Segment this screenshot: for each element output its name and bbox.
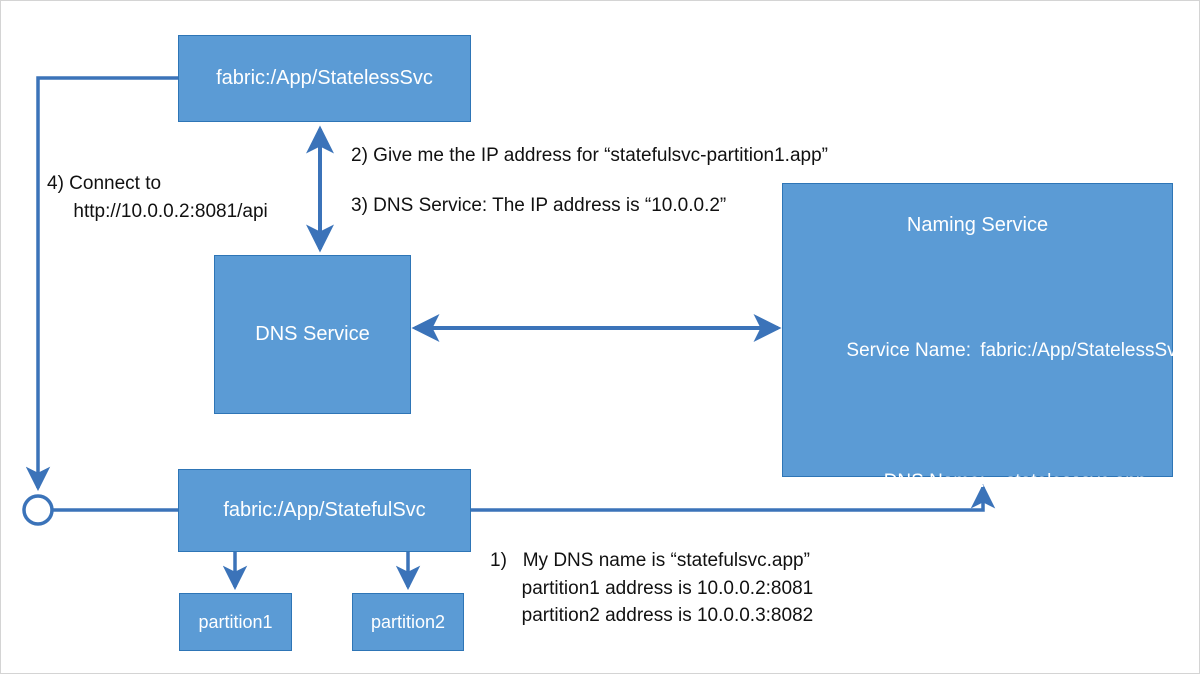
client-endpoint-circle [22, 494, 54, 526]
node-stateful-service[interactable]: fabric:/App/StatefulSvc [178, 469, 471, 552]
naming-row-value: statelesssvc.app [1005, 470, 1147, 492]
node-stateless-service[interactable]: fabric:/App/StatelessSvc [178, 35, 471, 122]
node-partition1-label: partition1 [198, 611, 273, 632]
naming-row-value: fabric:/App/StatelessSvc [980, 339, 1187, 361]
node-partition2-label: partition2 [370, 611, 446, 632]
annotation-step-3: 3) DNS Service: The IP address is “10.0.… [351, 195, 727, 216]
node-stateless-service-label: fabric:/App/StatelessSvc [216, 67, 433, 89]
naming-row: DNS Name: statelesssvc.app [795, 443, 1172, 522]
annotation-step-1: 1) My DNS name is “statefulsvc.app” part… [490, 550, 814, 627]
node-partition1[interactable]: partition1 [179, 593, 292, 651]
naming-row-key: Service Name: [846, 339, 972, 361]
annotation-step-2: 2) Give me the IP address for “statefuls… [351, 145, 828, 166]
node-dns-service[interactable]: DNS Service [214, 255, 411, 414]
node-dns-service-label: DNS Service [255, 323, 370, 345]
node-stateful-service-label: fabric:/App/StatefulSvc [223, 499, 426, 521]
naming-service-entry-stateless: Service Name: fabric:/App/StatelessSvc DN… [783, 259, 1186, 574]
naming-row: Service Name: fabric:/App/StatelessSvc [795, 311, 1186, 390]
annotation-step-4: 4) Connect to http://10.0.0.2:8081/api [47, 173, 268, 222]
node-partition2[interactable]: partition2 [352, 593, 464, 651]
connector-stateless-client [25, 76, 178, 492]
node-naming-service[interactable]: Naming Service Service Name: fabric:/App/… [782, 183, 1186, 492]
naming-service-title: Naming Service [906, 214, 1049, 236]
naming-row: Service Name:fabric:/App/StatefulSvc [795, 652, 1172, 673]
naming-row-key: DNS Name: [883, 470, 986, 492]
naming-service-entry-stateful: Service Name:fabric:/App/StatefulSvc par… [783, 600, 1172, 673]
